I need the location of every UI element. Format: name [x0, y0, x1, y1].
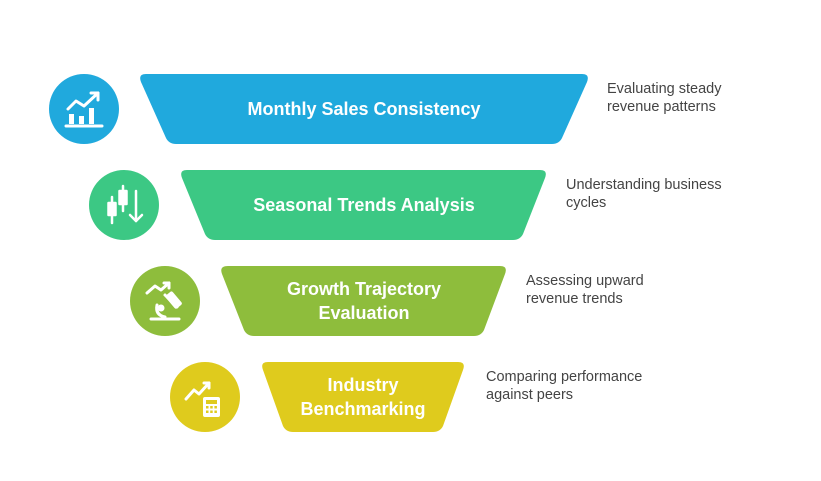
funnel-band-4-shape: [262, 362, 464, 432]
level-3-title: Growth Trajectory Evaluation: [286, 279, 442, 323]
level-3-icon-circle: [130, 266, 200, 336]
level-2-title: Seasonal Trends Analysis: [253, 195, 475, 215]
level-3-description: Assessing upward revenue trends: [526, 273, 644, 307]
level-2-description: Understanding business cycles: [566, 177, 722, 211]
calculator-trend-icon: [184, 381, 220, 417]
level-2-icon-circle: [89, 170, 159, 240]
bar-chart-trend-up-icon: [64, 91, 104, 128]
funnel-band-2-shape: [181, 170, 546, 240]
funnel-band-1-shape: [140, 74, 588, 144]
microscope-trend-icon: [145, 281, 182, 321]
level-4-description: Comparing performance against peers: [486, 369, 643, 403]
level-4-icon-circle: [170, 362, 240, 432]
level-1-description: Evaluating steady revenue patterns: [607, 81, 722, 115]
level-4-title: Industry Benchmarking: [300, 375, 426, 419]
candlestick-down-arrow-icon: [107, 184, 144, 225]
level-1-icon-circle: [49, 74, 119, 144]
level-1-title: Monthly Sales Consistency: [247, 99, 481, 119]
funnel-band-3-shape: [221, 266, 506, 336]
